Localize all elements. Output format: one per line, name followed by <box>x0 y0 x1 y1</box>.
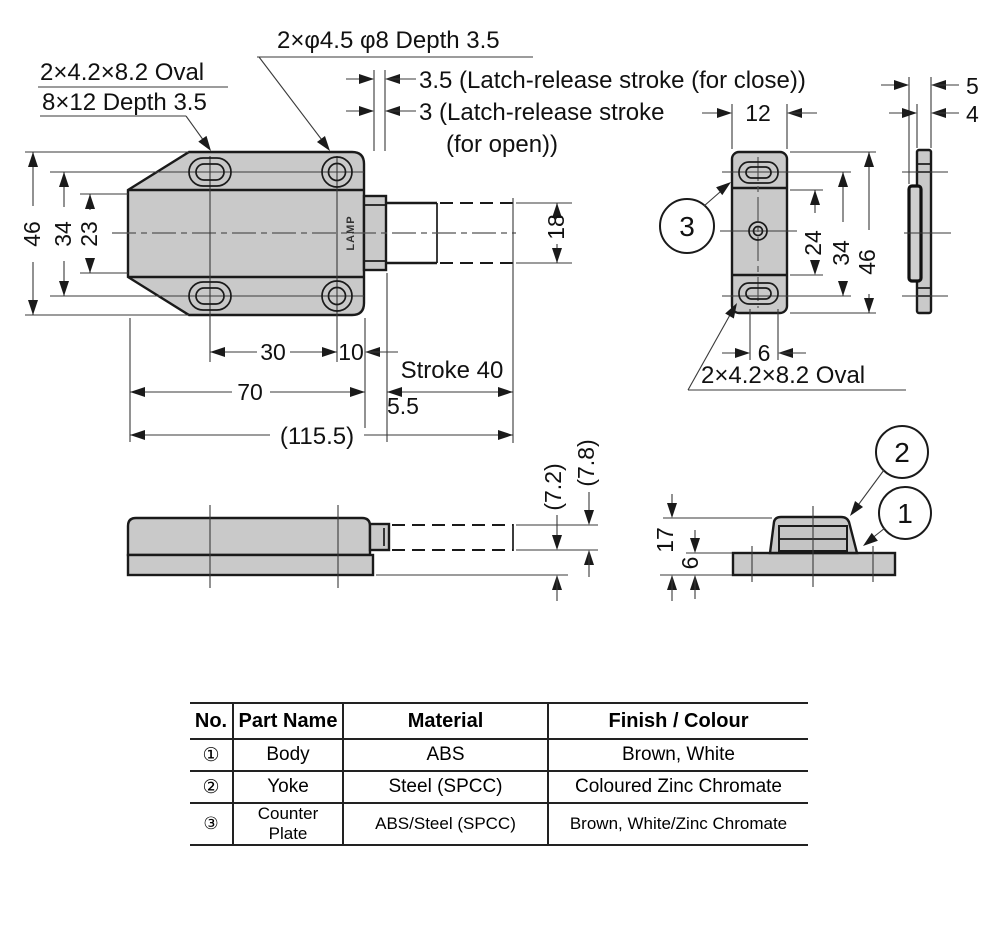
oval-mounting-holes <box>188 157 232 311</box>
dim-plate-width: 12 <box>745 100 771 126</box>
top-callouts: 2×4.2×8.2 Oval 8×12 Depth 3.5 2×φ4.5 φ8 … <box>38 27 533 155</box>
dim-plate-hole-span: 34 <box>828 240 854 266</box>
plate-rivet <box>748 221 768 241</box>
dim-front-hole-span: 34 <box>50 221 76 247</box>
finish-cell: Brown, White <box>547 738 808 771</box>
dim-rod-height: 18 <box>543 214 569 240</box>
oval-hole-callout-line2: 8×12 Depth 3.5 <box>42 89 207 116</box>
dim-side-rod-lower: (7.2) <box>540 463 566 510</box>
table-row: ② Yoke Steel (SPCC) Coloured Zinc Chroma… <box>190 770 808 803</box>
material-cell: ABS <box>342 738 548 771</box>
part-name-cell: Body <box>232 738 343 771</box>
material-cell: ABS/Steel (SPCC) <box>342 802 548 845</box>
col-header-no: No. <box>190 702 233 739</box>
dim-front-gap: 5.5 <box>387 393 419 419</box>
part-name-cell: Yoke <box>232 770 343 803</box>
dim-side-rod-upper: (7.8) <box>573 439 599 486</box>
dim-plate-height: 46 <box>854 249 880 275</box>
plate-oval-callout: 2×4.2×8.2 Oval <box>701 362 865 389</box>
latch-release-stroke-dimensions: 3.5 (Latch-release stroke (for close)) 3… <box>346 67 806 158</box>
side-view <box>126 505 514 588</box>
col-header-material: Material <box>342 702 548 739</box>
balloon-yoke: 2 <box>846 425 929 520</box>
dim-front-total: (115.5) <box>280 423 354 450</box>
col-header-part-name: Part Name <box>232 702 343 739</box>
latch-technical-drawing: LAMP 2×4.2×8.2 Oval 8×12 Depth 3.5 2×φ4.… <box>19 27 979 601</box>
dim-plate-hole-offset: 6 <box>758 340 771 366</box>
front-view: LAMP <box>50 150 516 362</box>
dim-front-hole-pitch: 30 <box>260 339 286 365</box>
round-screw-holes <box>321 156 353 312</box>
stroke-total-label: Stroke 40 <box>401 357 504 384</box>
balloon-body-number: 1 <box>897 498 913 529</box>
brand-logo: LAMP <box>345 215 357 250</box>
dim-section-height: 17 <box>652 527 678 553</box>
col-header-finish: Finish / Colour <box>547 702 808 739</box>
row-number-badge: ① <box>190 738 233 771</box>
dim-section-base: 6 <box>677 557 703 570</box>
counter-plate-front-view <box>720 150 851 315</box>
parts-table-header-row: No. Part Name Material Finish / Colour <box>190 702 808 739</box>
balloon-body: 1 <box>859 486 932 550</box>
section-view-dimensions: 17 6 <box>652 494 772 601</box>
dim-front-length: 70 <box>237 379 263 405</box>
row-number-badge: ③ <box>190 802 233 845</box>
counter-plate-side-view: 5 4 <box>881 73 979 315</box>
row-number-badge: ② <box>190 770 233 803</box>
plate-oval-holes <box>738 161 779 305</box>
counter-plate-dimensions: 12 24 34 46 6 2×4.2×8.2 Oval <box>687 100 906 391</box>
round-hole-callout: 2×φ4.5 φ8 Depth 3.5 <box>277 27 500 54</box>
stroke-open-label-line2: (for open)) <box>446 131 558 158</box>
finish-cell: Brown, White/Zinc Chromate <box>547 802 808 845</box>
dim-plate-thickness: 5 <box>966 73 979 99</box>
stroke-open-label-line1: 3 (Latch-release stroke <box>419 99 664 126</box>
table-row: ① Body ABS Brown, White <box>190 738 808 771</box>
dim-plate-mid: 24 <box>800 230 826 256</box>
dim-plate-body-thickness: 4 <box>966 101 979 127</box>
stroke-close-label: 3.5 (Latch-release stroke (for close)) <box>419 67 806 94</box>
dim-front-height: 46 <box>19 221 45 247</box>
front-view-dimensions: 46 34 23 18 30 10 70 <box>19 151 572 450</box>
balloon-counter-plate-number: 3 <box>679 211 695 242</box>
oval-hole-callout-line1: 2×4.2×8.2 Oval <box>40 59 204 86</box>
dim-front-body-height: 23 <box>76 221 102 247</box>
table-row: ③ Counter Plate ABS/Steel (SPCC) Brown, … <box>190 802 808 845</box>
finish-cell: Coloured Zinc Chromate <box>547 770 808 803</box>
parts-table: No. Part Name Material Finish / Colour ①… <box>190 702 808 846</box>
balloon-counter-plate: 3 <box>659 178 735 254</box>
part-name-cell: Counter Plate <box>232 802 343 845</box>
side-view-dimensions: (7.2) (7.8) <box>376 439 599 601</box>
balloon-yoke-number: 2 <box>894 437 910 468</box>
material-cell: Steel (SPCC) <box>342 770 548 803</box>
dim-front-edge-offset: 10 <box>338 339 364 365</box>
section-view <box>731 506 897 587</box>
